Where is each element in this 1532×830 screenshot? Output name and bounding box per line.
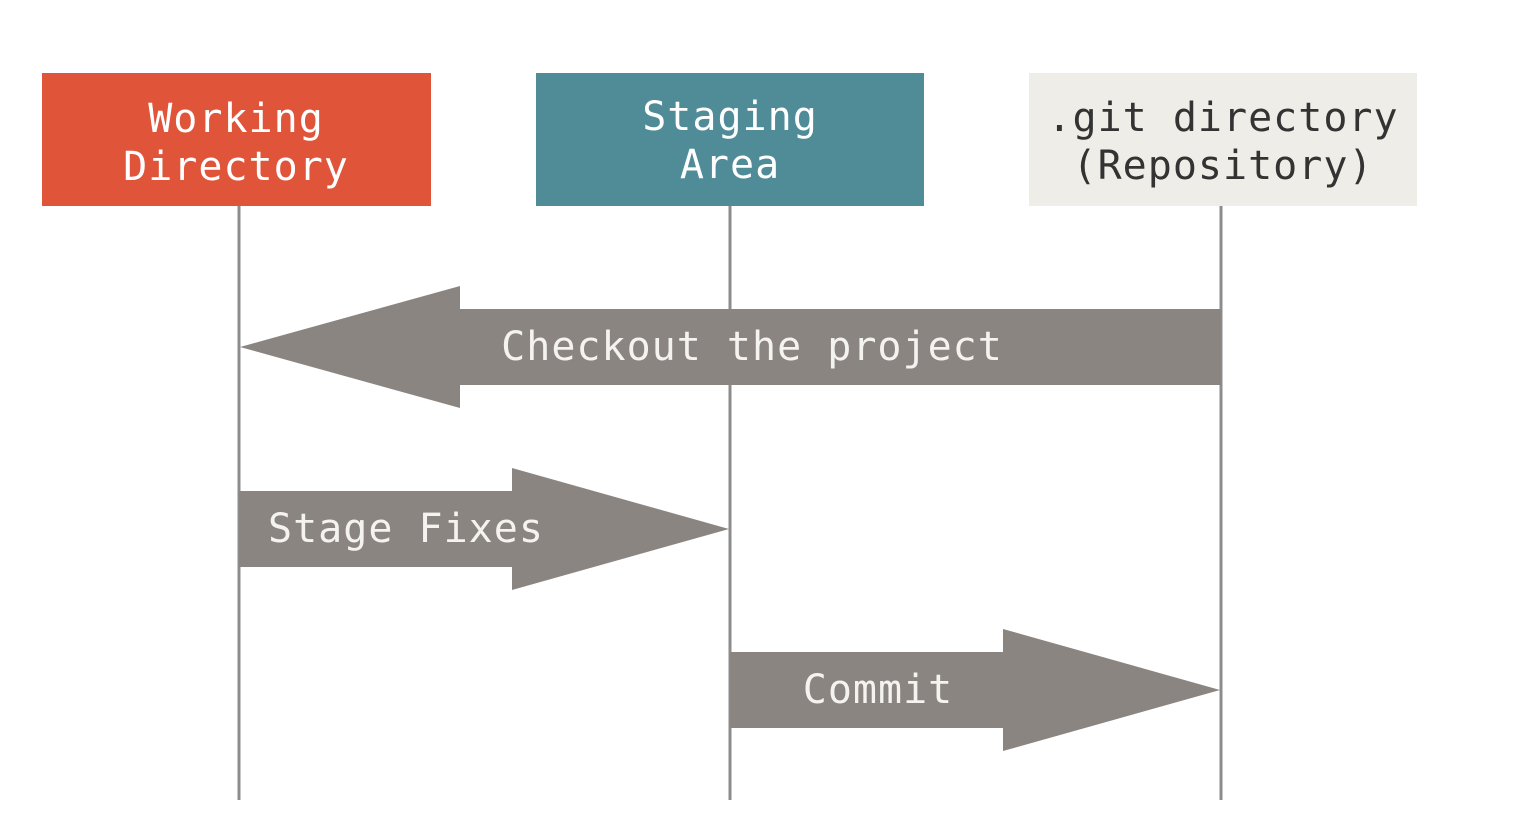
working-directory-label-line-1: Working <box>148 96 324 142</box>
commit-arrow: Commit <box>730 629 1220 751</box>
commit-arrow-shape <box>730 629 1220 751</box>
staging-area-box: Staging Area <box>536 73 924 206</box>
stage-fixes-arrow: Stage Fixes <box>239 468 729 590</box>
git-directory-label-line-2: (Repository) <box>1073 143 1374 189</box>
commit-arrow-label: Commit <box>803 667 954 713</box>
working-directory-box-bg <box>42 73 431 206</box>
staging-area-label-line-1: Staging <box>642 94 818 140</box>
stage-fixes-arrow-label: Stage Fixes <box>268 506 544 552</box>
git-directory-box: .git directory (Repository) <box>1029 73 1417 206</box>
git-directory-box-bg <box>1029 73 1417 206</box>
working-directory-label-line-2: Directory <box>123 144 349 190</box>
checkout-arrow-shape <box>240 286 1221 408</box>
stage-fixes-arrow-shape <box>239 468 729 590</box>
git-directory-label-line-1: .git directory <box>1047 95 1398 141</box>
checkout-arrow: Checkout the project <box>240 286 1221 408</box>
checkout-arrow-label: Checkout the project <box>501 324 1003 370</box>
staging-area-label-line-2: Area <box>680 142 780 188</box>
working-directory-box: Working Directory <box>42 73 431 206</box>
staging-area-box-bg <box>536 73 924 206</box>
